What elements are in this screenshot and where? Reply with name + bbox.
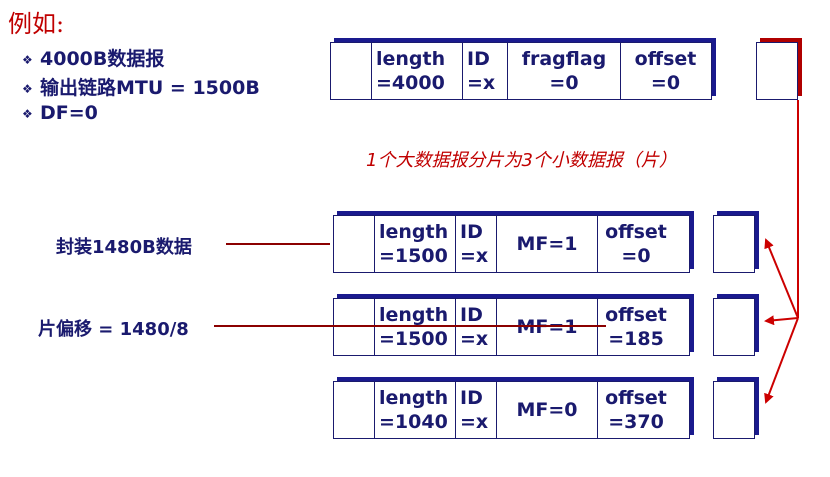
mf-field: MF=0 xyxy=(497,382,598,438)
field-name: ID xyxy=(460,387,483,409)
payload-label: 封装1480B数据 xyxy=(56,237,192,258)
fragment-2-header: length =1500 ID =x MF=1 offset =185 xyxy=(333,298,690,356)
field-name: length xyxy=(379,304,449,326)
diamond-bullet-icon: ❖ xyxy=(22,81,33,96)
length-field: length =1040 xyxy=(375,382,456,438)
id-field: ID =x xyxy=(456,382,497,438)
fragment-2-tail xyxy=(713,298,755,356)
field-value: =x xyxy=(460,245,489,267)
offset-field: offset =185 xyxy=(598,299,674,355)
field-value: =1040 xyxy=(379,411,448,433)
id-field: ID =x xyxy=(456,216,497,272)
mf-field: MF=1 xyxy=(497,299,598,355)
bullet-df: ❖ DF=0 xyxy=(22,102,98,124)
field-name: offset xyxy=(605,304,667,326)
field-name: fragflag xyxy=(521,48,607,70)
field-name: length xyxy=(379,221,449,243)
diamond-bullet-icon: ❖ xyxy=(22,106,33,121)
original-datagram-tail xyxy=(756,42,798,100)
field-name: ID xyxy=(460,221,483,243)
fragflag-field: fragflag =0 xyxy=(508,43,621,99)
field-value: =1500 xyxy=(379,328,448,350)
blank-cell xyxy=(334,382,375,438)
fragment-3-header: length =1040 ID =x MF=0 offset =370 xyxy=(333,381,690,439)
field-name: offset xyxy=(634,48,697,70)
bullet-text: DF=0 xyxy=(40,102,98,124)
offset-field: offset =0 xyxy=(598,216,674,272)
offset-label: 片偏移 = 1480/8 xyxy=(38,319,189,340)
length-field: length =4000 xyxy=(372,43,463,99)
page-title: 例如: xyxy=(8,10,65,38)
field-value: =0 xyxy=(650,72,681,94)
field-value: MF=1 xyxy=(516,233,578,255)
field-value: =1500 xyxy=(379,245,448,267)
bullet-datagram-size: ❖ 4000B数据报 xyxy=(22,44,164,71)
arrow-to-fragment-3 xyxy=(764,317,799,404)
blank-cell xyxy=(331,43,372,99)
id-field: ID =x xyxy=(456,299,497,355)
field-name: length xyxy=(376,48,446,70)
offset-field: offset =370 xyxy=(598,382,674,438)
arrow-to-fragment-1 xyxy=(764,238,799,319)
field-value: =x xyxy=(460,411,489,433)
offset-field: offset =0 xyxy=(621,43,710,99)
field-value: =x xyxy=(460,328,489,350)
field-value: =0 xyxy=(621,245,651,267)
arrow-to-fragment-2 xyxy=(764,315,799,326)
field-value: =4000 xyxy=(376,72,445,94)
length-field: length =1500 xyxy=(375,216,456,272)
fragmentation-note: 1个大数据报分片为3个小数据报（片） xyxy=(366,150,677,171)
bullet-text: 4000B数据报 xyxy=(40,48,165,70)
field-name: length xyxy=(379,387,449,409)
original-datagram-header: length =4000 ID =x fragflag =0 offset =0 xyxy=(330,42,712,100)
fragment-3-tail xyxy=(713,381,755,439)
field-value: MF=0 xyxy=(516,399,578,421)
bullet-mtu: ❖ 输出链路MTU = 1500B xyxy=(22,73,260,100)
field-name: offset xyxy=(605,387,667,409)
field-name: ID xyxy=(467,48,490,70)
offset-leader-line xyxy=(214,325,606,327)
field-value: =0 xyxy=(549,72,579,94)
field-name: offset xyxy=(605,221,667,243)
field-value: =185 xyxy=(608,328,664,350)
field-value: =370 xyxy=(608,411,664,433)
mf-field: MF=1 xyxy=(497,216,598,272)
blank-cell xyxy=(334,216,375,272)
length-field: length =1500 xyxy=(375,299,456,355)
fragment-1-tail xyxy=(713,215,755,273)
diamond-bullet-icon: ❖ xyxy=(22,52,33,67)
field-name: ID xyxy=(460,304,483,326)
bullet-text: 输出链路MTU = 1500B xyxy=(40,77,260,99)
field-value: MF=1 xyxy=(516,316,578,338)
payload-leader-line xyxy=(226,243,330,245)
id-field: ID =x xyxy=(463,43,508,99)
blank-cell xyxy=(334,299,375,355)
field-value: =x xyxy=(467,72,496,94)
fragment-1-header: length =1500 ID =x MF=1 offset =0 xyxy=(333,215,690,273)
